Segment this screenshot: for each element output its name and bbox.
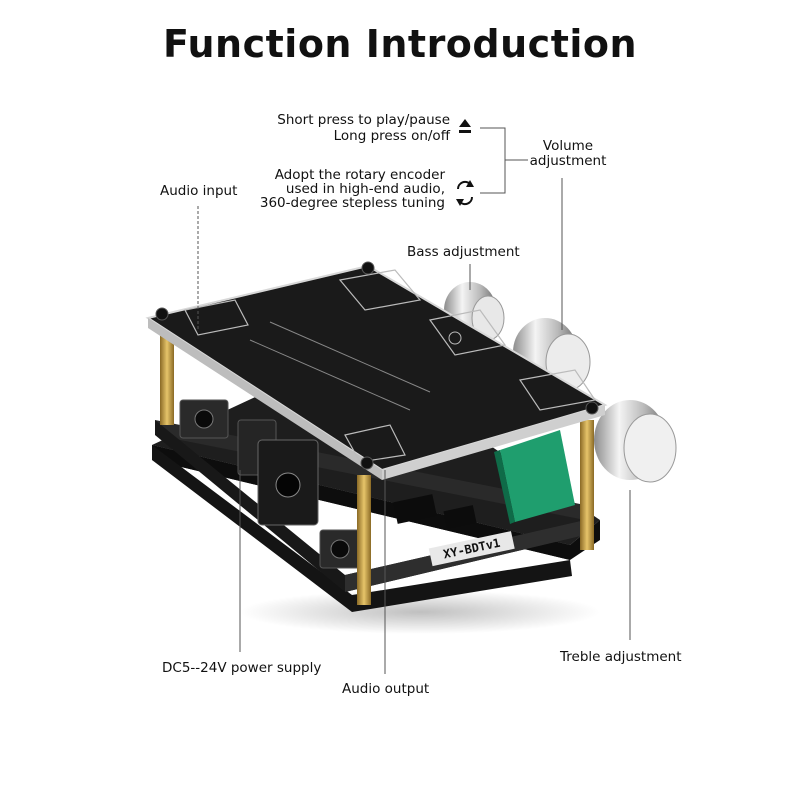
screw: [360, 456, 374, 470]
bracket-volume: [480, 127, 506, 194]
standoff-left: [160, 330, 174, 425]
label-long-press: Long press on/off: [333, 128, 450, 144]
panel-box-volume: [428, 309, 507, 356]
chip: [393, 494, 437, 524]
label-rotary-2: used in high-end audio,: [285, 181, 445, 197]
screw: [585, 401, 599, 415]
label-bass: Bass adjustment: [407, 244, 520, 260]
label-audio-output: Audio output: [342, 681, 430, 697]
label-power: DC5--24V power supply: [162, 660, 322, 676]
standoff-front: [357, 475, 371, 605]
label-audio-input: Audio input: [160, 183, 238, 199]
treble-knob: [594, 400, 677, 483]
capacitor: [500, 430, 575, 522]
rotate-icon: [456, 180, 474, 206]
screw: [361, 261, 375, 275]
play-pause-icon: [459, 119, 471, 133]
label-rotary-3: 360-degree stepless tuning: [259, 195, 445, 211]
board-shadow: [240, 590, 600, 634]
screw: [155, 307, 169, 321]
panel-box-treble: [518, 369, 597, 411]
label-treble: Treble adjustment: [560, 649, 682, 665]
label-volume-1: Volume: [542, 138, 594, 154]
page-title: Function Introduction: [162, 22, 638, 66]
label-short-press: Short press to play/pause: [277, 112, 450, 128]
panel-box-input: [184, 299, 249, 336]
label-volume-2: adjustment: [529, 153, 607, 169]
standoff-right: [580, 420, 594, 550]
panel-box-bass: [338, 269, 422, 311]
panel-box-output: [344, 424, 406, 463]
label-rotary-1: Adopt the rotary encoder: [274, 167, 445, 183]
